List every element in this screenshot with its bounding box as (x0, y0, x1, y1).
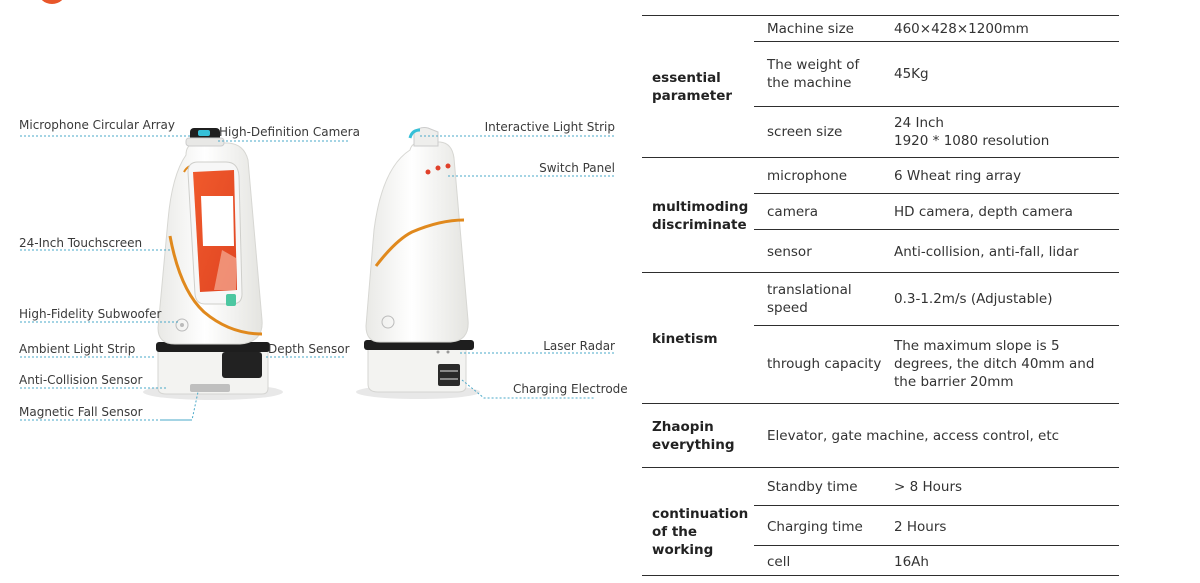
table-rule (642, 575, 1119, 576)
value-standby-time: > 8 Hours (894, 479, 963, 495)
label-interactive-light-strip: Interactive Light Strip (484, 120, 615, 134)
label-laser-radar: Laser Radar (543, 339, 615, 353)
table-rule (642, 403, 1119, 404)
param-machine-size: Machine size (767, 21, 854, 37)
value-microphone: 6 Wheat ring array (894, 168, 1022, 184)
table-rule (642, 157, 1119, 158)
value-machine-size: 460×428×1200mm (894, 21, 1029, 37)
leader-lines (20, 135, 614, 421)
value-weight: 45Kg (894, 66, 929, 82)
label-depth-sensor: Depth Sensor (268, 342, 350, 356)
param-translational-speed: translational speed (767, 282, 852, 316)
table-subrule (754, 505, 1119, 506)
category-multimoding-discriminate: multimoding discriminate (652, 199, 749, 233)
label-magnetic-fall-sensor: Magnetic Fall Sensor (19, 405, 143, 419)
table-subrule (754, 193, 1119, 194)
category-continuation-of-working: continuation of the working (652, 506, 749, 558)
value-camera: HD camera, depth camera (894, 204, 1073, 220)
table-subrule (754, 229, 1119, 230)
value-screen-size-line: 24 Inch (894, 115, 944, 131)
param-through-capacity: through capacity (767, 356, 882, 372)
table-rule (642, 467, 1119, 468)
param-weight: The weight of the machine (767, 57, 860, 91)
value-through-capacity: The maximum slope is 5 degrees, the ditc… (894, 338, 1095, 390)
value-charging-time: 2 Hours (894, 519, 947, 535)
table-subrule (754, 325, 1119, 326)
robot-diagram: Microphone Circular Array High-Definitio… (19, 118, 628, 421)
side-robot (356, 127, 480, 399)
label-anti-collision-sensor: Anti-Collision Sensor (19, 373, 143, 387)
table-rule (642, 272, 1119, 273)
label-ambient-light-strip: Ambient Light Strip (19, 342, 136, 356)
table-subrule (754, 545, 1119, 546)
param-charging-time: Charging time (767, 519, 863, 535)
value-screen-size-line: 1920 * 1080 resolution (894, 133, 1050, 149)
param-standby-time: Standby time (767, 479, 858, 495)
label-subwoofer: High-Fidelity Subwoofer (19, 307, 162, 321)
table-subrule (754, 106, 1119, 107)
value-translational-speed: 0.3-1.2m/s (Adjustable) (894, 291, 1053, 307)
label-hd-camera: High-Definition Camera (219, 125, 360, 139)
robot-illustration (20, 127, 614, 421)
category-zhaopin-everything: Zhaopin everything (652, 419, 735, 453)
table-rule (642, 15, 1119, 16)
param-sensor: sensor (767, 244, 812, 260)
param-screen-size: screen size (767, 124, 843, 140)
label-charging-electrode: Charging Electrode (513, 382, 628, 396)
value-screen-size: 24 Inch 1920 * 1080 resolution (894, 114, 1116, 150)
category-essential-parameter: essential parameter (652, 70, 733, 104)
category-kinetism: kinetism (652, 331, 718, 347)
value-zhaopin-everything: Elevator, gate machine, access control, … (767, 428, 1060, 444)
value-cell: 16Ah (894, 554, 929, 570)
label-touchscreen: 24-Inch Touchscreen (19, 236, 143, 250)
value-sensor: Anti-collision, anti-fall, lidar (894, 244, 1079, 260)
param-cell: cell (767, 554, 791, 570)
front-robot (143, 128, 283, 400)
label-microphone-array: Microphone Circular Array (19, 118, 176, 132)
param-camera: camera (767, 204, 818, 220)
table-subrule (754, 41, 1119, 42)
decorative-orange-dot (38, 0, 66, 4)
param-microphone: microphone (767, 168, 848, 184)
label-switch-panel: Switch Panel (539, 161, 615, 175)
